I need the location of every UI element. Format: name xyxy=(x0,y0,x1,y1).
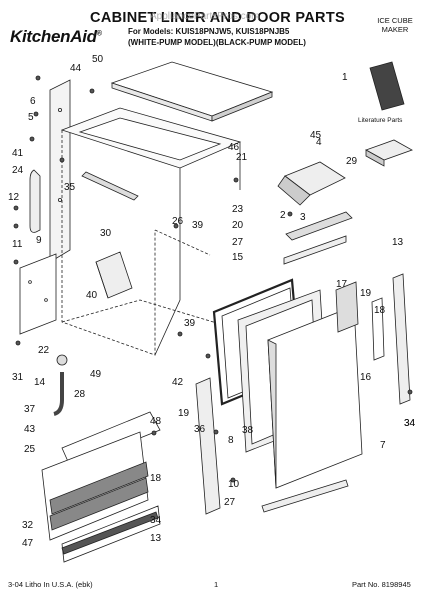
brand-logo: KitchenAid® xyxy=(10,27,102,47)
diverter-part xyxy=(277,161,346,206)
drain-tube-part xyxy=(53,354,68,416)
page-title: CABINET LINER AND DOOR PARTS xyxy=(90,10,345,26)
part-callout-45: 45 xyxy=(310,130,322,141)
part-callout-8: 8 xyxy=(228,435,234,446)
part-callout-11: 11 xyxy=(12,239,23,250)
side-panel-part xyxy=(19,253,57,335)
registered-mark: ® xyxy=(96,30,102,38)
part-callout-20: 20 xyxy=(232,220,244,231)
product-category: ICE CUBE MAKER xyxy=(370,16,420,34)
part-callout-41: 41 xyxy=(12,148,24,159)
trim-strip-part xyxy=(283,235,347,265)
part-callout-49: 49 xyxy=(90,369,102,380)
part-callout-26: 26 xyxy=(172,216,184,227)
part-callout-21: 21 xyxy=(236,152,248,163)
part-callout-7: 7 xyxy=(380,440,386,451)
part-callout-18: 18 xyxy=(374,305,386,316)
handle-part xyxy=(29,169,41,233)
rear-panel-part xyxy=(49,79,71,263)
part-callout-39: 39 xyxy=(192,220,204,231)
brand-name: KitchenAid xyxy=(10,27,97,46)
part-callout-37: 37 xyxy=(24,404,36,415)
part-callout-27: 27 xyxy=(232,237,244,248)
liner-strip-part xyxy=(81,171,139,201)
category-line-2: MAKER xyxy=(381,25,409,34)
part-callout-38: 38 xyxy=(242,425,254,436)
part-callout-34: 34 xyxy=(404,418,416,429)
door-bracket-part xyxy=(285,211,353,241)
part-callout-5: 5 xyxy=(28,112,34,123)
part-callout-19: 19 xyxy=(178,408,190,419)
part-callout-42: 42 xyxy=(172,377,184,388)
part-callout-28: 28 xyxy=(74,389,86,400)
part-callout-19: 19 xyxy=(360,288,372,299)
bottom-trim-part xyxy=(261,479,349,513)
literature-parts-label: Literature Parts xyxy=(358,117,403,124)
part-callout-1: 1 xyxy=(342,72,348,83)
part-callout-6: 6 xyxy=(30,96,36,107)
part-callout-48: 48 xyxy=(150,416,162,427)
door-panel-part xyxy=(267,305,363,489)
part-callout-22: 22 xyxy=(38,345,50,356)
part-callout-18: 18 xyxy=(150,473,162,484)
grille-part xyxy=(41,411,161,563)
part-callout-25: 25 xyxy=(24,444,36,455)
part-callout-34: 34 xyxy=(404,418,416,429)
part-callout-35: 35 xyxy=(64,182,76,193)
hinge-part xyxy=(371,297,385,361)
hardware-screws xyxy=(13,75,413,483)
part-callout-13: 13 xyxy=(392,237,404,248)
category-line-1: ICE CUBE xyxy=(377,16,413,25)
part-callout-31: 31 xyxy=(12,372,24,383)
part-callout-23: 23 xyxy=(232,204,244,215)
part-callout-13: 13 xyxy=(150,533,162,544)
part-callout-16: 16 xyxy=(360,372,372,383)
model-list: For Models: KUIS18PNJW5, KUIS18PNJB5 (WH… xyxy=(128,26,306,48)
part-callout-2: 2 xyxy=(280,210,286,221)
part-callout-47: 47 xyxy=(22,538,34,549)
cabinet-liner-part xyxy=(60,107,242,356)
top-cover-part xyxy=(110,61,274,122)
part-callout-44: 44 xyxy=(70,63,82,74)
part-callout-14: 14 xyxy=(34,377,46,388)
literature-booklet xyxy=(369,61,405,111)
part-number-callouts: 5044654124351291145462142912322032726303… xyxy=(8,54,416,549)
part-callout-3: 3 xyxy=(300,212,306,223)
models-line-2: (WHITE-PUMP MODEL)(BLACK-PUMP MODEL) xyxy=(128,38,306,47)
watermark: AppliancePartsPros.com xyxy=(150,11,260,22)
part-callout-32: 32 xyxy=(22,520,34,531)
part-callout-46: 46 xyxy=(228,142,240,153)
part-callout-9: 9 xyxy=(36,235,42,246)
part-callout-30: 30 xyxy=(100,228,112,239)
hinge-bracket-part xyxy=(365,139,413,167)
part-callout-29: 29 xyxy=(346,156,358,167)
part-callout-34: 34 xyxy=(150,515,162,526)
part-callout-27: 27 xyxy=(224,497,236,508)
footer-page-number: 1 xyxy=(214,580,219,589)
part-callout-24: 24 xyxy=(12,165,24,176)
part-callout-39: 39 xyxy=(184,318,196,329)
part-callout-40: 40 xyxy=(86,290,98,301)
footer-part-number: Part No. 8198945 xyxy=(352,580,411,589)
footer-litho: 3-04 Litho In U.S.A. (ebk) xyxy=(8,580,93,589)
part-callout-17: 17 xyxy=(336,279,348,290)
models-line-1: For Models: KUIS18PNJW5, KUIS18PNJB5 xyxy=(128,27,290,36)
part-callout-36: 36 xyxy=(194,424,206,435)
part-callout-4: 4 xyxy=(316,137,322,148)
part-callout-10: 10 xyxy=(228,479,240,490)
part-callout-50: 50 xyxy=(92,54,104,65)
door-frame-part xyxy=(335,281,359,333)
side-trim-part xyxy=(195,377,221,515)
side-trim-part xyxy=(392,273,411,405)
ice-bin-part xyxy=(95,251,133,299)
part-callout-15: 15 xyxy=(232,252,244,263)
part-callout-12: 12 xyxy=(8,192,20,203)
part-callout-43: 43 xyxy=(24,424,36,435)
